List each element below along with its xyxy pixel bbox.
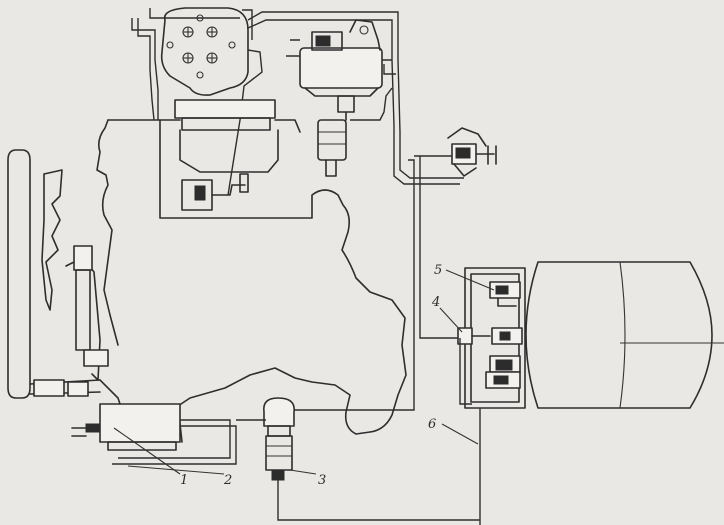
- label-5: 5: [434, 263, 442, 278]
- callout-labels: 1 2 3 4 5 6: [180, 263, 442, 488]
- label-1: 1: [180, 473, 188, 488]
- main-valve: [447, 127, 497, 177]
- tee-4: [457, 327, 491, 345]
- engine-outline: [96, 119, 407, 443]
- tank-valve-panel: [457, 267, 526, 525]
- label-4: 4: [431, 295, 440, 310]
- gas-tank: [525, 261, 724, 409]
- label-3: 3: [318, 473, 326, 488]
- leader-lines: [113, 269, 495, 475]
- mixer-block: [159, 99, 301, 211]
- air-filter-stack: [7, 149, 121, 405]
- gas-reducer: [286, 19, 396, 177]
- gas-lines: [290, 126, 464, 411]
- label-6: 6: [428, 417, 436, 432]
- valve-middle: [491, 327, 523, 345]
- filter-3: [262, 397, 480, 521]
- valve-5: [489, 281, 521, 307]
- label-2: 2: [223, 473, 232, 488]
- valve-lower: [485, 355, 521, 389]
- cylinder-head: [131, 7, 401, 196]
- fuel-bowl-1: [71, 403, 266, 465]
